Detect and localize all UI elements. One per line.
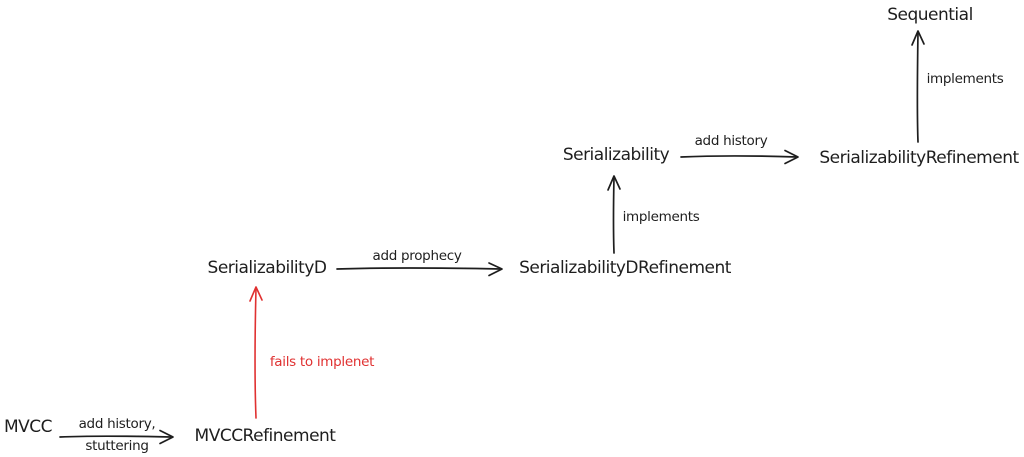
edge-serializabilityd-to-serializabilitydrefinement-arrow — [336, 262, 503, 277]
edge-label-add-prophecy: add prophecy — [372, 248, 462, 264]
edge-mvccrefinement-to-serializabilityd-arrow — [249, 286, 263, 419]
edge-label-add-history-stuttering-line1: add history, — [78, 416, 156, 432]
edge-serializabilitydrefinement-to-serializability-arrow — [607, 175, 621, 254]
edge-serializability-to-serializabilityrefinement-arrow — [680, 149, 799, 165]
edge-mvcc-to-mvccrefinement-arrow — [59, 429, 174, 445]
node-serializability-d-refinement: SerializabilityDRefinement — [519, 258, 731, 278]
edge-label-fails-to-implenet: fails to implenet — [269, 354, 375, 370]
node-sequential: Sequential — [887, 5, 973, 25]
edge-label-add-history: add history — [694, 133, 768, 149]
edge-serializabilityrefinement-to-sequential-arrow — [911, 30, 925, 143]
node-mvcc-refinement: MVCCRefinement — [194, 426, 336, 446]
edge-label-implements-lower: implements — [622, 209, 700, 225]
node-serializability-refinement: SerializabilityRefinement — [819, 148, 1019, 168]
node-serializability: Serializability — [562, 145, 670, 165]
edge-label-add-history-stuttering-line2: stuttering — [85, 438, 149, 454]
edge-label-implements-upper: implements — [926, 71, 1004, 87]
node-mvcc: MVCC — [3, 417, 53, 437]
node-serializability-d: SerializabilityD — [207, 258, 327, 278]
